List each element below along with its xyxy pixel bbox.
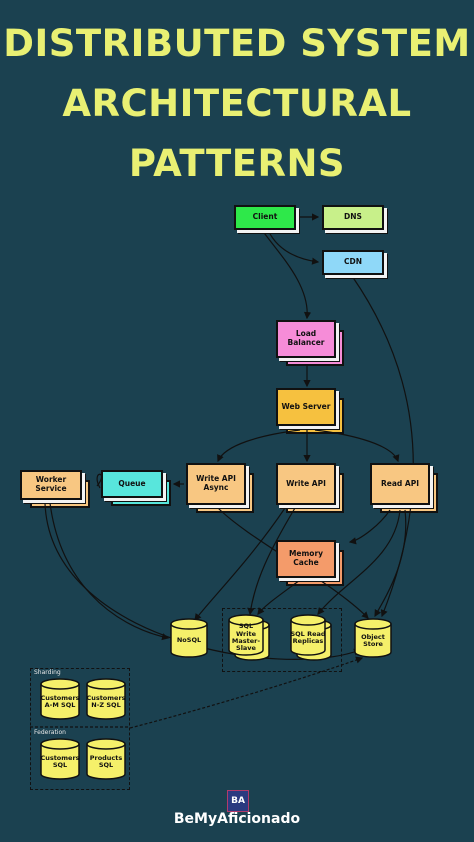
web-server-label: Web Server [281,401,331,411]
edge-shard-objectstore [129,656,364,729]
edge-worker-queue [96,473,103,489]
client-node: Client [234,205,296,230]
object-store-label: Object Store [361,632,385,648]
cdn-node: CDN [322,250,384,275]
object-store-db: Object Store [354,618,392,658]
edge-web-writeasync [217,429,301,463]
edge-worker-nosql [49,502,170,641]
worker-service-label: Worker Service [35,475,67,493]
sql-write-db: SQL Write Master-Slave [228,614,264,656]
products-sql-db: Products SQL [86,738,126,780]
memory-cache-label: Memory Cache [288,549,324,567]
write-api-async-node: Write API Async [186,463,254,513]
read-api-label: Read API [381,478,419,488]
nosql-label: NoSQL [176,636,202,645]
edge-cache-sqlwrite [257,579,301,615]
edge-cdn-objectstore [351,275,414,618]
customers-nz-label: Customers N-Z SQL [86,693,126,709]
sharding-label: Sharding [34,669,61,676]
federation-label: Federation [34,729,66,736]
edge-client-cdn [267,229,320,265]
title-line-2: ARCHITECTURAL [62,82,412,125]
edge-read-sqlread [317,509,401,615]
brand-name: BeMyAficionado [173,811,301,827]
sharding-federation-group [30,668,130,790]
queue-node: Queue [101,470,171,506]
write-api-node: Write API [276,463,344,513]
load-balancer-node: Load Balancer [276,320,344,366]
title-line-3: PATTERNS [128,142,346,185]
edge-read-cache [348,509,391,545]
worker-service-node: Worker Service [20,470,90,508]
write-api-async-label: Write API Async [196,474,236,492]
customers-am-label: Customers A-M SQL [40,693,80,709]
edge-client-lb [261,229,312,320]
read-api-node: Read API [370,463,438,513]
customers-sql-label: Customers SQL [40,753,80,769]
brand-logo: BA [227,790,249,812]
sql-read-db: SQL Read Replicas [290,614,326,656]
memory-cache-node: Memory Cache [276,540,344,586]
load-balancer-label: Load Balancer [287,329,325,347]
customers-am-db: Customers A-M SQL [40,678,80,720]
queue-label: Queue [118,478,146,488]
edge-write-sqlwrite [247,507,296,616]
customers-nz-db: Customers N-Z SQL [86,678,126,720]
customers-sql-db: Customers SQL [40,738,80,780]
nosql-db: NoSQL [170,618,208,658]
edge-read-objectstore [374,509,407,618]
title-line-1: DISTRIBUTED SYSTEM [3,22,471,65]
sql-read-label: SQL Read Replicas [290,629,326,645]
dns-node: DNS [322,205,384,230]
sql-cluster-group [222,608,342,672]
write-api-label: Write API [286,478,326,488]
edge-write-nosql [194,507,286,621]
web-server-node: Web Server [276,388,344,434]
products-sql-label: Products SQL [89,753,123,769]
sql-write-label: SQL Write Master-Slave [231,622,261,653]
edge-web-read [314,429,400,463]
